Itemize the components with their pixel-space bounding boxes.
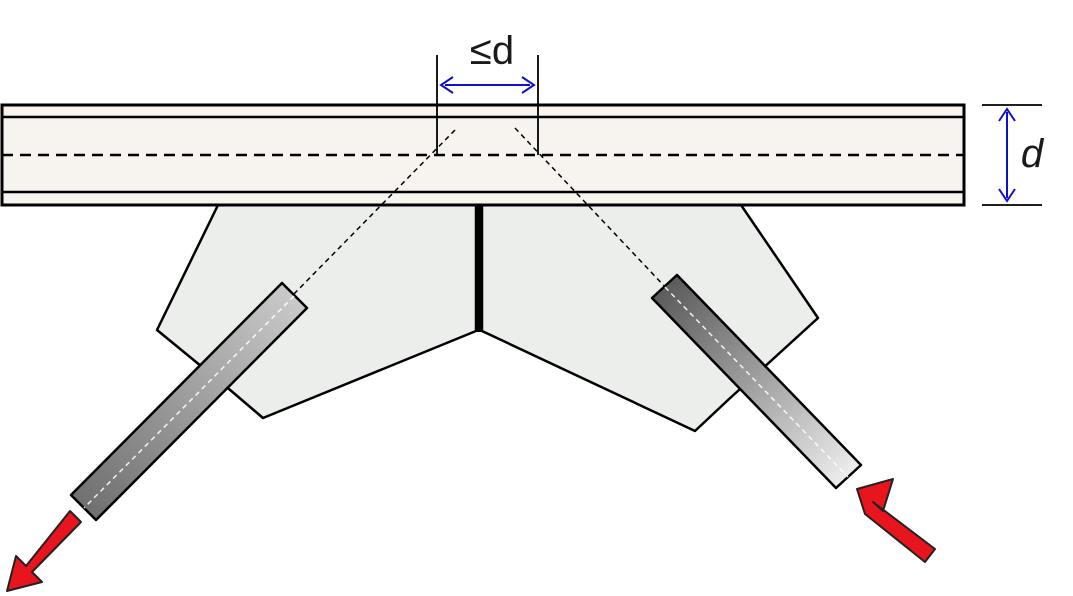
depth-arrowhead-bottom <box>998 188 1016 203</box>
spacing-dimension-label: ≤d <box>470 29 514 73</box>
left-brace-workline <box>289 129 456 299</box>
right-brace-centerline <box>664 286 849 478</box>
left-brace-centerline <box>83 295 295 509</box>
tension-force-arrow-icon <box>6 510 82 592</box>
depth-dimension-label: d <box>1021 132 1045 176</box>
right-brace-workline <box>514 127 669 291</box>
compression-force-arrow-icon <box>856 478 936 563</box>
depth-arrowhead-top <box>998 107 1016 122</box>
spacing-arrowhead-right <box>521 76 536 94</box>
spacing-arrowhead-left <box>439 76 454 94</box>
